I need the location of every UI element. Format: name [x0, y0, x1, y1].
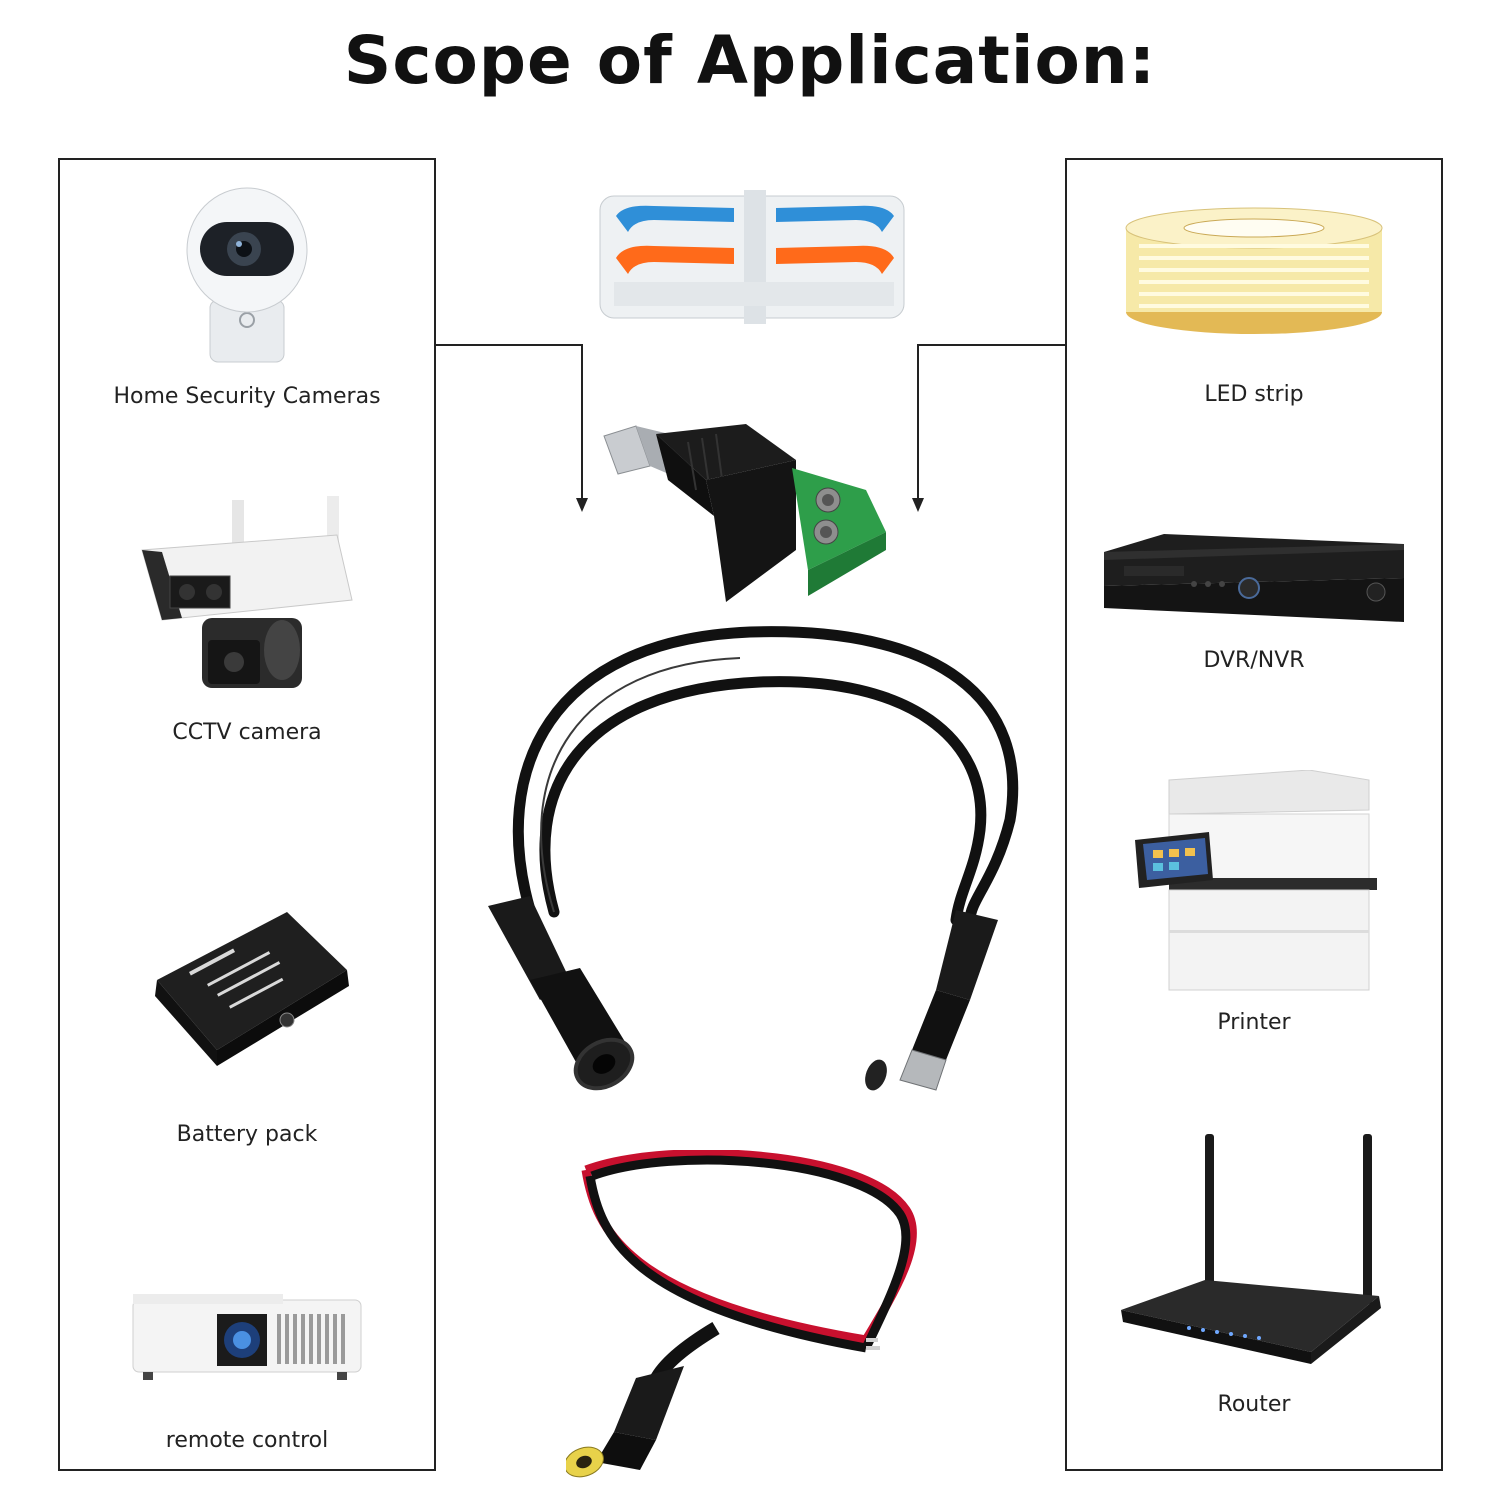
item-label: Home Security Cameras	[113, 384, 381, 409]
cctv-camera-icon	[141, 496, 353, 688]
item-label: LED strip	[1204, 382, 1304, 407]
list-item: LED strip	[1067, 200, 1441, 420]
list-item: Battery pack	[60, 900, 434, 1150]
item-label: CCTV camera	[172, 720, 322, 745]
item-label: Router	[1217, 1392, 1291, 1417]
item-label: Printer	[1217, 1010, 1291, 1035]
list-item: DVR/NVR	[1067, 530, 1441, 710]
dc-terminal-adapter-icon	[603, 424, 886, 602]
page-title: Scope of Application:	[343, 22, 1157, 99]
list-item: CCTV camera	[60, 490, 434, 760]
led-strip-icon	[1125, 207, 1383, 334]
router-icon	[1121, 1134, 1381, 1364]
left-application-panel: Home Security Cameras CCTV camera	[58, 158, 436, 1471]
battery-pack-icon	[155, 912, 349, 1066]
projector-icon	[132, 1294, 362, 1380]
list-item: Printer	[1067, 770, 1441, 1050]
dc-extension-cable-icon	[488, 626, 1019, 1091]
item-label: Battery pack	[176, 1122, 318, 1147]
list-item: Router	[1067, 1130, 1441, 1430]
list-item: Home Security Cameras	[60, 180, 434, 430]
arrow-down-icon	[912, 498, 924, 512]
arrow-down-icon	[576, 498, 588, 512]
item-label: DVR/NVR	[1203, 648, 1305, 673]
wire-connector-icon	[599, 190, 905, 324]
right-application-panel: LED strip DVR/NVR Printer	[1065, 158, 1443, 1471]
security-camera-icon	[186, 187, 308, 363]
list-item: remote control	[60, 1270, 434, 1470]
dvr-icon	[1104, 534, 1404, 622]
item-label: remote control	[165, 1428, 329, 1453]
printer-icon	[1135, 770, 1377, 991]
dc-pigtail-cable-icon	[566, 1150, 917, 1478]
